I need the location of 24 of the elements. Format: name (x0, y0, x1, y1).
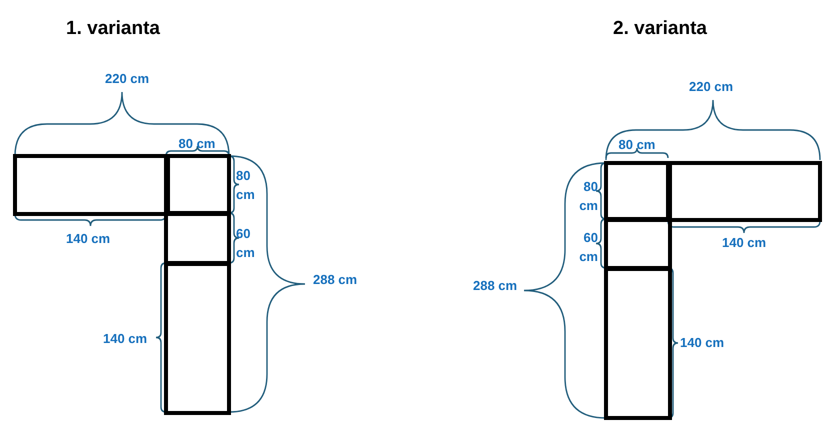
rectangle-box (604, 161, 672, 222)
dimension-label: 140 cm (66, 230, 110, 248)
rectangle-box (604, 266, 672, 420)
rectangle-box (164, 211, 231, 266)
dimension-label: 60 cm (236, 225, 256, 262)
rectangle-box (164, 261, 231, 415)
variant-heading: 1. varianta (66, 18, 160, 38)
dimension-label: 80 cm (178, 134, 216, 152)
rectangle-box (604, 217, 672, 271)
rectangle-box (13, 154, 170, 216)
variant-heading: 2. varianta (613, 18, 707, 38)
dimension-label: 140 cm (680, 334, 724, 352)
dimension-label: 140 cm (722, 234, 766, 252)
dimension-label: 80 cm (578, 178, 598, 215)
dimension-label: 220 cm (689, 78, 734, 96)
dimension-label: 288 cm (473, 276, 518, 294)
dimension-label: 140 cm (103, 330, 148, 348)
dimension-label: 80 cm (618, 136, 656, 154)
dimension-label: 60 cm (578, 229, 598, 266)
dimension-label: 220 cm (105, 70, 150, 88)
dimension-label: 288 cm (313, 270, 358, 288)
dimension-label: 80 cm (236, 167, 256, 204)
rectangle-box (164, 154, 231, 216)
rectangle-box (666, 161, 822, 222)
